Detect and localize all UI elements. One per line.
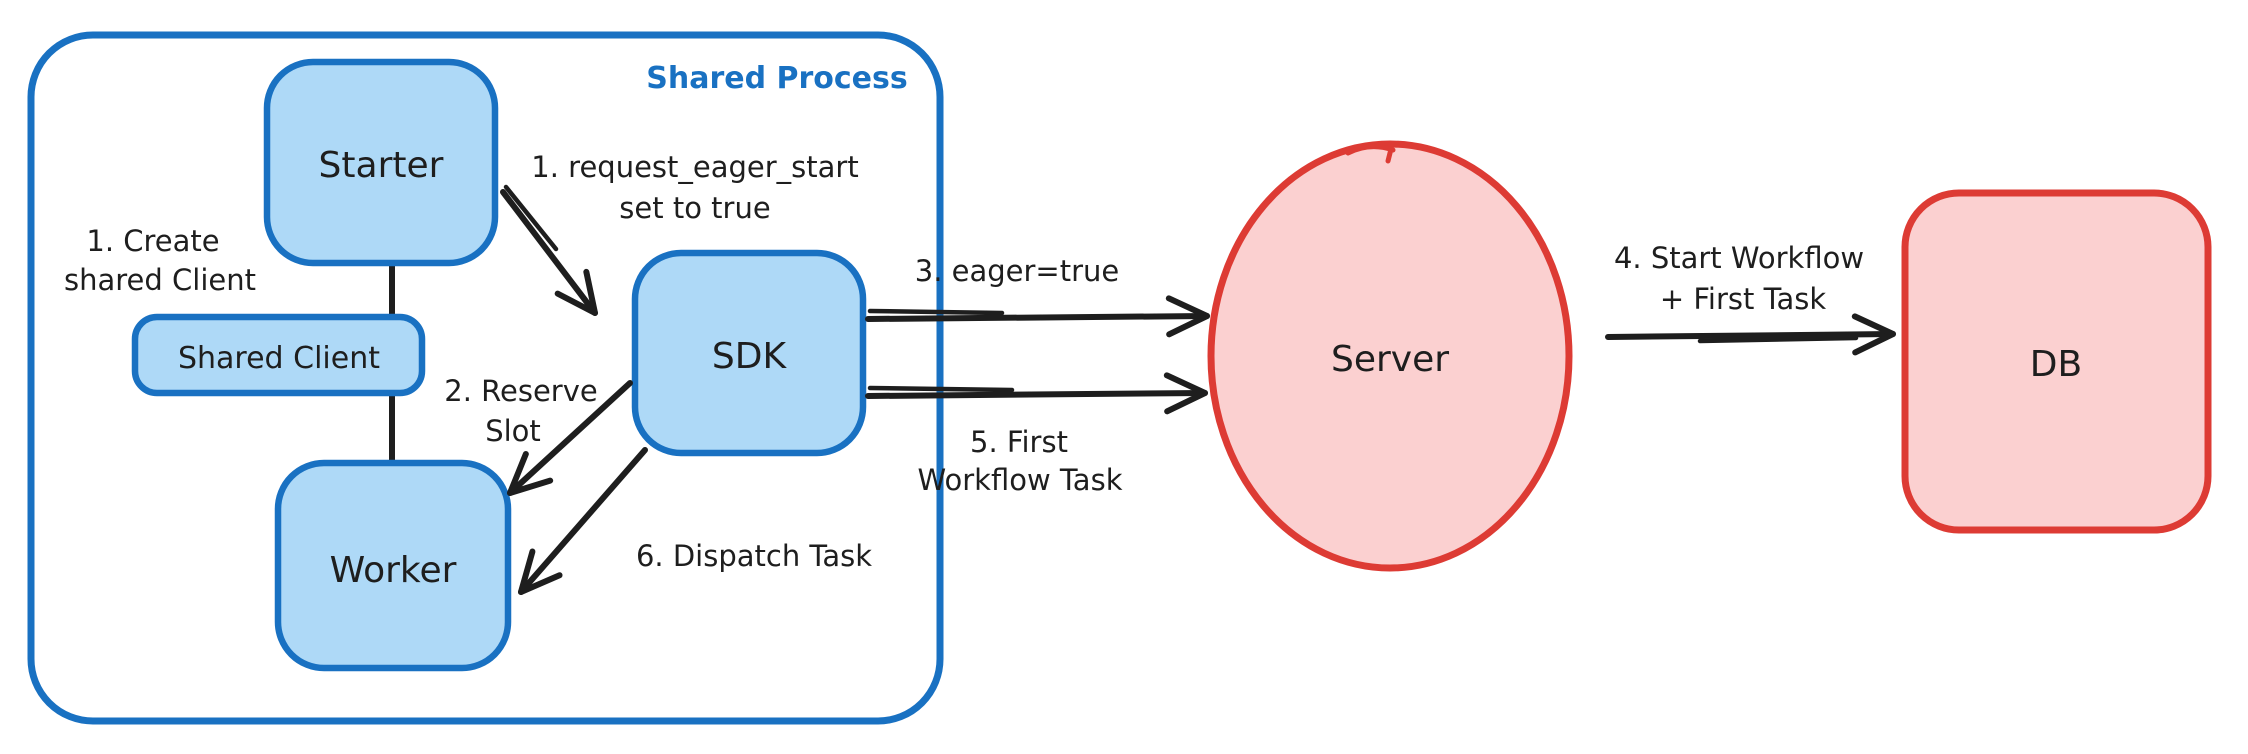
arrow-first-workflow-task — [865, 372, 1208, 415]
shared-process-container — [27, 31, 944, 725]
label-dispatch-task: 6. Dispatch Task — [636, 539, 872, 573]
node-server — [1207, 140, 1573, 572]
node-sdk — [631, 249, 867, 457]
node-worker-label: Worker — [330, 550, 457, 591]
arrow-request-eager-start — [500, 189, 598, 316]
label-first-workflow-task-line2: Workflow Task — [918, 463, 1123, 497]
sketch-stroke — [867, 385, 1015, 393]
sketch-stroke — [1697, 335, 1859, 344]
node-shared-client — [131, 313, 426, 397]
node-starter — [263, 58, 499, 267]
shared-process-label: Shared Process — [646, 61, 908, 96]
node-worker — [274, 459, 512, 672]
node-starter-label: Starter — [319, 145, 444, 186]
arrow-dispatch-task — [518, 447, 648, 595]
label-request-eager-start-line2: set to true — [619, 191, 770, 225]
label-eager-true: 3. eager=true — [915, 254, 1120, 288]
node-db-label: DB — [2030, 344, 2082, 385]
label-create-shared-client-line2: shared Client — [64, 263, 256, 297]
node-db — [1901, 189, 2212, 534]
label-start-workflow-line1: 4. Start Workflow — [1614, 241, 1864, 275]
sketch-stroke — [867, 308, 1005, 316]
sketch-stroke — [503, 184, 559, 252]
label-reserve-slot-line2: Slot — [485, 414, 541, 448]
arrow-eager-true — [865, 295, 1210, 338]
label-request-eager-start-line1: 1. request_eager_start — [531, 150, 858, 184]
arrow-reserve-slot — [507, 380, 633, 496]
node-shared-client-label: Shared Client — [178, 341, 380, 376]
label-reserve-slot-line1: 2. Reserve — [444, 374, 597, 408]
label-first-workflow-task-line1: 5. First — [970, 425, 1068, 459]
server-pen-overlap-mark — [1345, 144, 1396, 164]
arrow-start-workflow — [1605, 313, 1896, 356]
node-server-label: Server — [1331, 339, 1449, 380]
node-sdk-label: SDK — [712, 336, 788, 377]
label-start-workflow-line2: + First Task — [1660, 282, 1827, 316]
label-create-shared-client-line1: 1. Create — [86, 224, 219, 258]
